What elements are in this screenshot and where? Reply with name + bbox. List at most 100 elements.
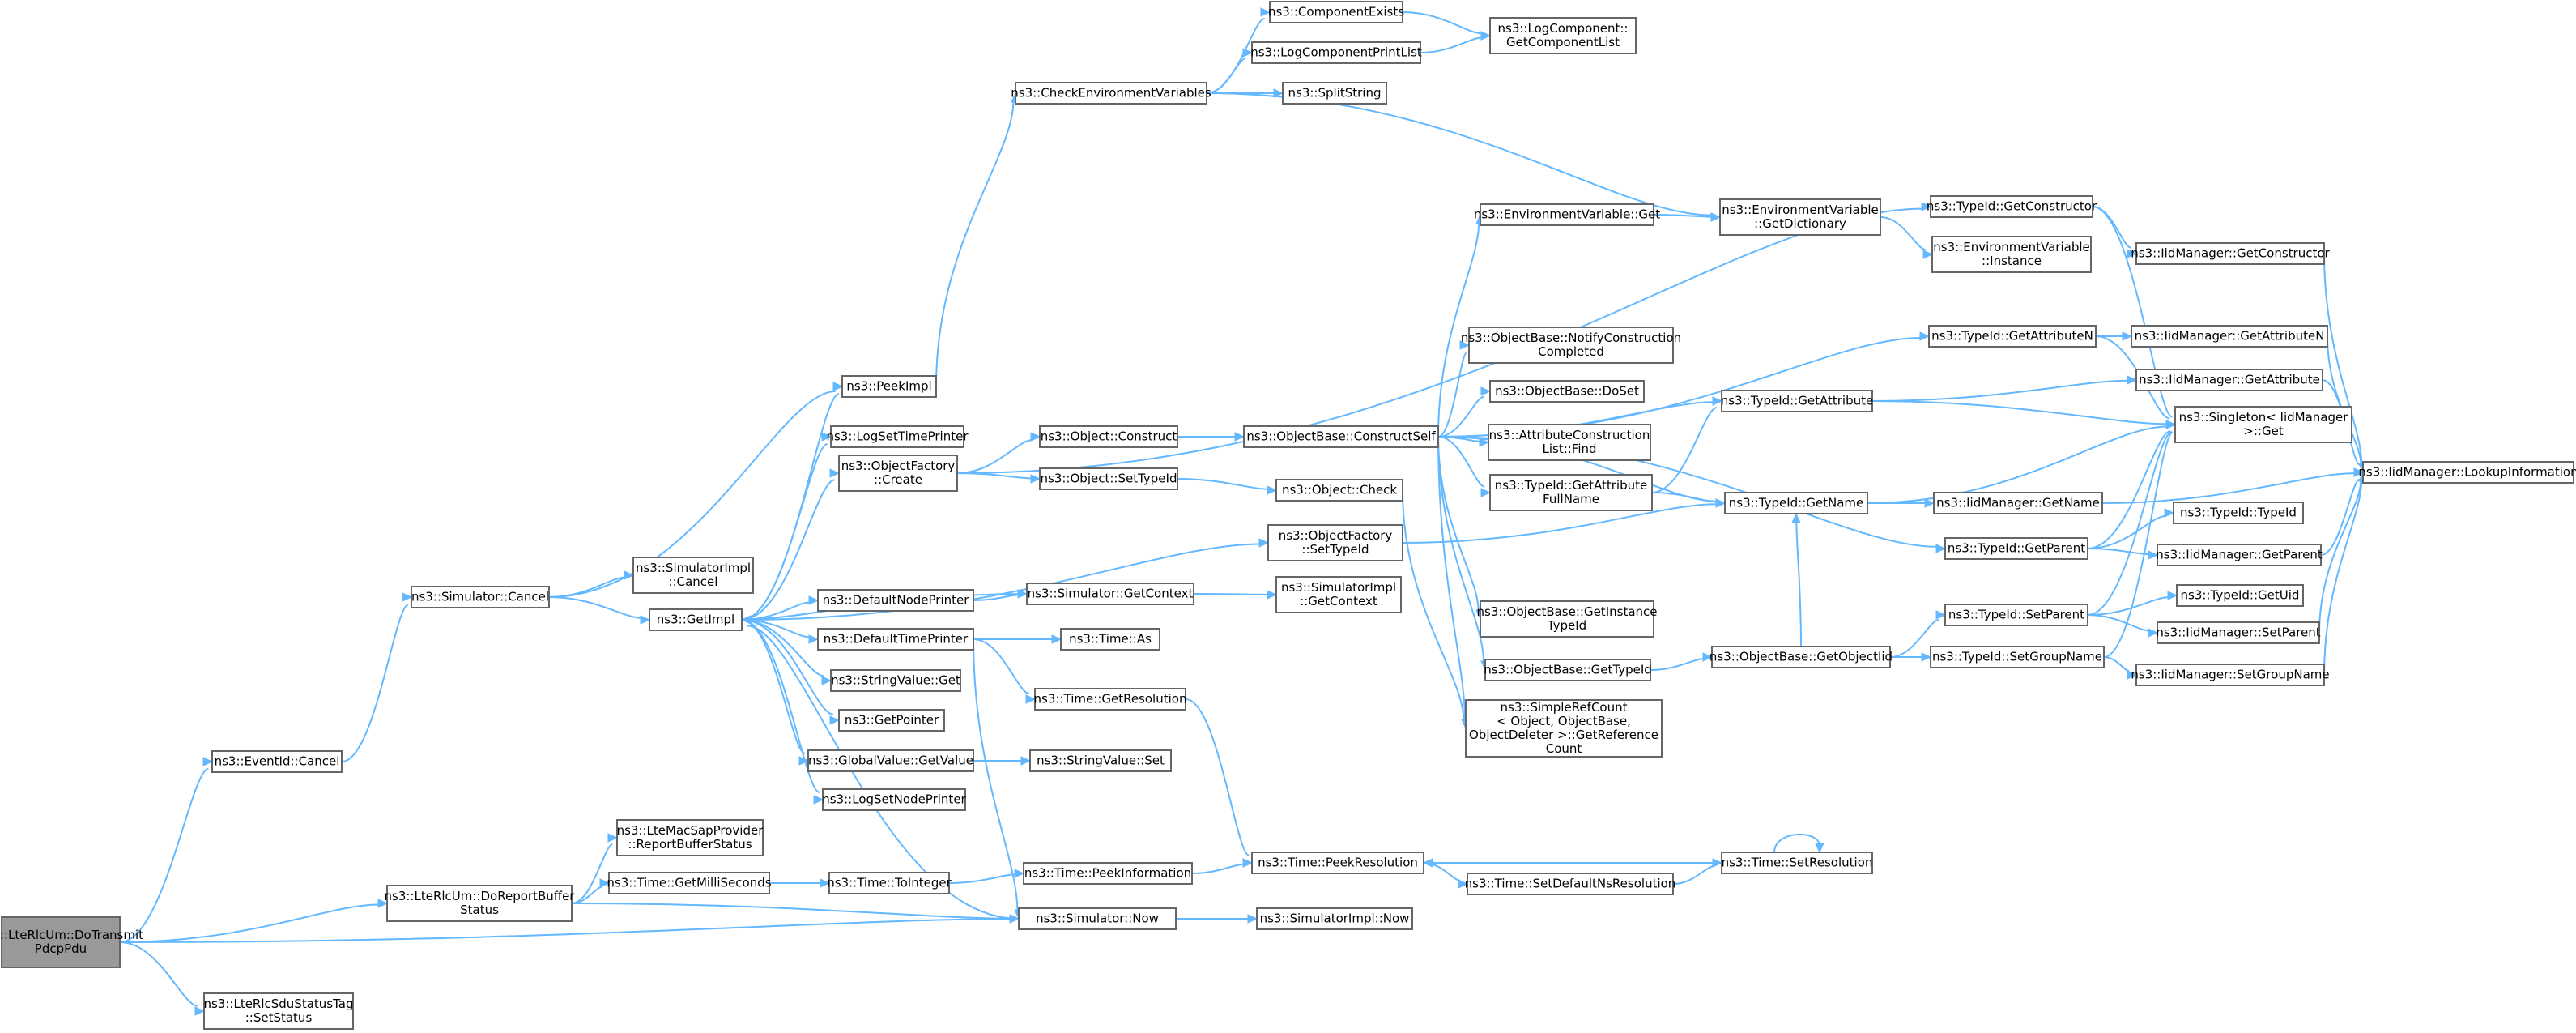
node-label: ns3::Simulator::GetContext — [1028, 587, 1194, 601]
node-gvget[interactable]: ns3::GlobalValue::GetValue — [807, 749, 974, 772]
node-setdefres[interactable]: ns3::Time::SetDefaultNsResolution — [1465, 873, 1676, 895]
node-simimplcancel[interactable]: ns3::SimulatorImpl::Cancel — [632, 557, 754, 594]
node-tidgetparent[interactable]: ns3::TypeId::GetParent — [1944, 537, 2088, 560]
node-obgettype[interactable]: ns3::ObjectBase::GetTypeId — [1484, 659, 1652, 681]
node-simnow[interactable]: ns3::Simulator::Now — [1018, 907, 1177, 930]
node-tidgetattr[interactable]: ns3::TypeId::GetAttribute — [1721, 390, 1873, 412]
node-objconstruct[interactable]: ns3::Object::Construct — [1039, 425, 1178, 448]
node-logsettime[interactable]: ns3::LogSetTimePrinter — [826, 425, 969, 448]
edge-tidgetattr-imgetattr — [1871, 375, 2138, 402]
node-envget[interactable]: ns3::EnvironmentVariable::Get — [1474, 203, 1660, 226]
node-eventcancel[interactable]: ns3::EventId::Cancel — [211, 750, 343, 773]
node-peekimpl[interactable]: ns3::PeekImpl — [841, 375, 937, 398]
node-setres[interactable]: ns3::Time::SetResolution — [1721, 852, 1873, 874]
node-label: ns3::Simulator::Cancel — [411, 590, 549, 604]
node-tidtypeid[interactable]: ns3::TypeId::TypeId — [2173, 502, 2304, 524]
node-ofsettype[interactable]: ns3::ObjectFactory::SetTypeId — [1267, 524, 1403, 561]
node-peekinfo[interactable]: ns3::Time::PeekInformation — [1023, 862, 1193, 885]
node-label: ns3::EnvironmentVariable — [1722, 203, 1878, 217]
node-getmilli[interactable]: ns3::Time::GetMilliSeconds — [607, 872, 772, 894]
node-imgetctor[interactable]: ns3::IidManager::GetConstructor — [2131, 242, 2331, 265]
node-getpointer[interactable]: ns3::GetPointer — [838, 709, 945, 732]
node-obnotify[interactable]: ns3::ObjectBase::NotifyConstructionCompl… — [1461, 327, 1681, 364]
node-label: ns3::TypeId::GetParent — [1948, 541, 2085, 556]
node-label: ns3::ObjectBase::GetObjectIid — [1710, 650, 1893, 664]
node-strset[interactable]: ns3::StringValue::Set — [1029, 749, 1172, 772]
edge-simnow-simimplnow — [1176, 914, 1258, 924]
edge-tidsetgroup-imsetgroup — [2103, 656, 2138, 680]
node-obconstructself[interactable]: ns3::ObjectBase::ConstructSelf — [1243, 425, 1439, 448]
node-simplerefcount[interactable]: ns3::SimpleRefCount< Object, ObjectBase,… — [1465, 699, 1663, 758]
node-label: ns3::IidManager::SetParent — [2156, 625, 2320, 640]
edge-doreport-reportbuf — [571, 833, 619, 904]
node-compexists[interactable]: ns3::ComponentExists — [1268, 1, 1404, 23]
node-peekres[interactable]: ns3::Time::PeekResolution — [1251, 852, 1424, 874]
node-label: ns3::StringValue::Get — [831, 673, 960, 688]
node-singleton[interactable]: ns3::Singleton< IidManager>::Get — [2174, 406, 2352, 443]
node-tointeger[interactable]: ns3::Time::ToInteger — [827, 872, 952, 894]
node-objcheck[interactable]: ns3::Object::Check — [1275, 479, 1403, 502]
edge-deftime-timeas — [973, 634, 1062, 644]
node-label: ns3::LteRlcSduStatusTag — [203, 997, 353, 1011]
node-tidgetuid[interactable]: ns3::TypeId::GetUid — [2176, 584, 2304, 607]
node-defnode[interactable]: ns3::DefaultNodePrinter — [817, 589, 974, 612]
node-label: ns3::LteRlcUm::DoTransmit — [0, 928, 143, 942]
node-label: ns3::LteMacSapProvider — [617, 823, 764, 838]
edge-peekres-setdefres — [1423, 862, 1469, 889]
edge-tointeger-peekinfo — [948, 869, 1025, 884]
edge-tidgetname-imgetname — [1867, 498, 1935, 508]
node-label: ns3::Time::PeekResolution — [1258, 856, 1418, 870]
node-logsetnode[interactable]: ns3::LogSetNodePrinter — [822, 788, 967, 811]
node-imgetattrn[interactable]: ns3::IidManager::GetAttributeN — [2131, 325, 2328, 348]
node-label: ns3::ObjectBase::ConstructSelf — [1246, 429, 1436, 444]
node-simgetctx[interactable]: ns3::Simulator::GetContext — [1026, 583, 1194, 605]
node-reportbuf[interactable]: ns3::LteMacSapProvider::ReportBufferStat… — [616, 819, 764, 856]
node-imgetname[interactable]: ns3::IidManager::GetName — [1933, 492, 2103, 514]
node-tidgetname[interactable]: ns3::TypeId::GetName — [1724, 492, 1868, 514]
node-simimplnow[interactable]: ns3::SimulatorImpl::Now — [1256, 907, 1413, 930]
node-logcompprint[interactable]: ns3::LogComponentPrintList — [1250, 41, 1422, 64]
node-obdoset[interactable]: ns3::ObjectBase::DoSet — [1489, 380, 1645, 403]
node-imlookup[interactable]: ns3::IidManager::LookupInformation — [2358, 461, 2576, 484]
node-envgetdict[interactable]: ns3::EnvironmentVariable::GetDictionary — [1719, 198, 1881, 236]
node-tidsetgroup[interactable]: ns3::TypeId::SetGroupName — [1930, 646, 2105, 668]
node-tidgetctor[interactable]: ns3::TypeId::GetConstructor — [1927, 195, 2097, 218]
node-timeas[interactable]: ns3::Time::As — [1060, 628, 1160, 651]
node-objsettype[interactable]: ns3::Object::SetTypeId — [1039, 467, 1178, 490]
node-label: ns3::Time::ToInteger — [827, 876, 952, 890]
node-imgetattr[interactable]: ns3::IidManager::GetAttribute — [2135, 369, 2323, 391]
edge-peekimpl-checkenv — [935, 92, 1020, 387]
node-simcancel[interactable]: ns3::Simulator::Cancel — [411, 586, 550, 608]
node-tidsetparent[interactable]: ns3::TypeId::SetParent — [1944, 604, 2088, 626]
node-label: List::Find — [1542, 442, 1596, 456]
node-checkenv[interactable]: ns3::CheckEnvironmentVariables — [1011, 82, 1211, 105]
node-imsetgroup[interactable]: ns3::IidManager::SetGroupName — [2131, 664, 2330, 686]
node-label: ns3::EnvironmentVariable — [1933, 240, 2089, 254]
node-splitstring[interactable]: ns3::SplitString — [1282, 82, 1387, 105]
node-timegetres[interactable]: ns3::Time::GetResolution — [1034, 688, 1187, 711]
node-setstatus[interactable]: ns3::LteRlcSduStatusTag::SetStatus — [203, 992, 354, 1030]
node-tidgetattrn[interactable]: ns3::TypeId::GetAttributeN — [1928, 325, 2097, 348]
node-label: ::SetStatus — [245, 1010, 313, 1025]
node-deftime[interactable]: ns3::DefaultTimePrinter — [817, 628, 974, 651]
node-imgetparent[interactable]: ns3::IidManager::GetParent — [2156, 544, 2323, 566]
node-simimplgetctx[interactable]: ns3::SimulatorImpl::GetContext — [1275, 576, 1402, 613]
node-label: FullName — [1543, 492, 1599, 506]
node-label: ns3::StringValue::Set — [1037, 753, 1165, 768]
node-logcompget[interactable]: ns3::LogComponent::GetComponentList — [1489, 17, 1637, 54]
node-envinst[interactable]: ns3::EnvironmentVariable::Instance — [1931, 236, 2092, 273]
node-getimpl[interactable]: ns3::GetImpl — [649, 608, 743, 631]
node-imsetparent[interactable]: ns3::IidManager::SetParent — [2156, 621, 2321, 644]
node-label: ns3::IidManager::GetName — [1936, 496, 2100, 510]
node-obgetobjtid[interactable]: ns3::ObjectBase::GetObjectIid — [1710, 646, 1893, 668]
node-strget[interactable]: ns3::StringValue::Get — [830, 669, 961, 692]
node-label: ns3::ObjectBase::GetInstance — [1477, 604, 1658, 619]
edge-imgetparent-imlookup — [2320, 467, 2365, 556]
node-label: ::GetDictionary — [1754, 216, 1846, 231]
node-ofcreate[interactable]: ns3::ObjectFactory::Create — [838, 455, 958, 492]
